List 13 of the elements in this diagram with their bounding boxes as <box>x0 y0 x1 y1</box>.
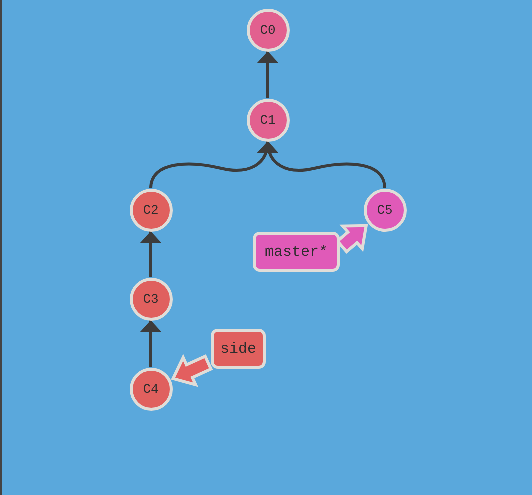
pointer-arrow <box>171 354 214 388</box>
commit-circle: C4 <box>130 368 172 410</box>
arrow <box>140 320 162 368</box>
commit-circle: C0 <box>246 8 290 52</box>
branch-label: master* <box>253 232 340 272</box>
arrow <box>257 52 279 98</box>
commit-circle: C2 <box>130 188 172 232</box>
commit-circle: C5 <box>364 188 406 232</box>
commit-circle: C3 <box>130 278 172 320</box>
arrow <box>258 141 386 189</box>
arrow <box>140 232 162 278</box>
commit-circle: C1 <box>246 98 290 142</box>
branch-label: side <box>211 329 266 369</box>
